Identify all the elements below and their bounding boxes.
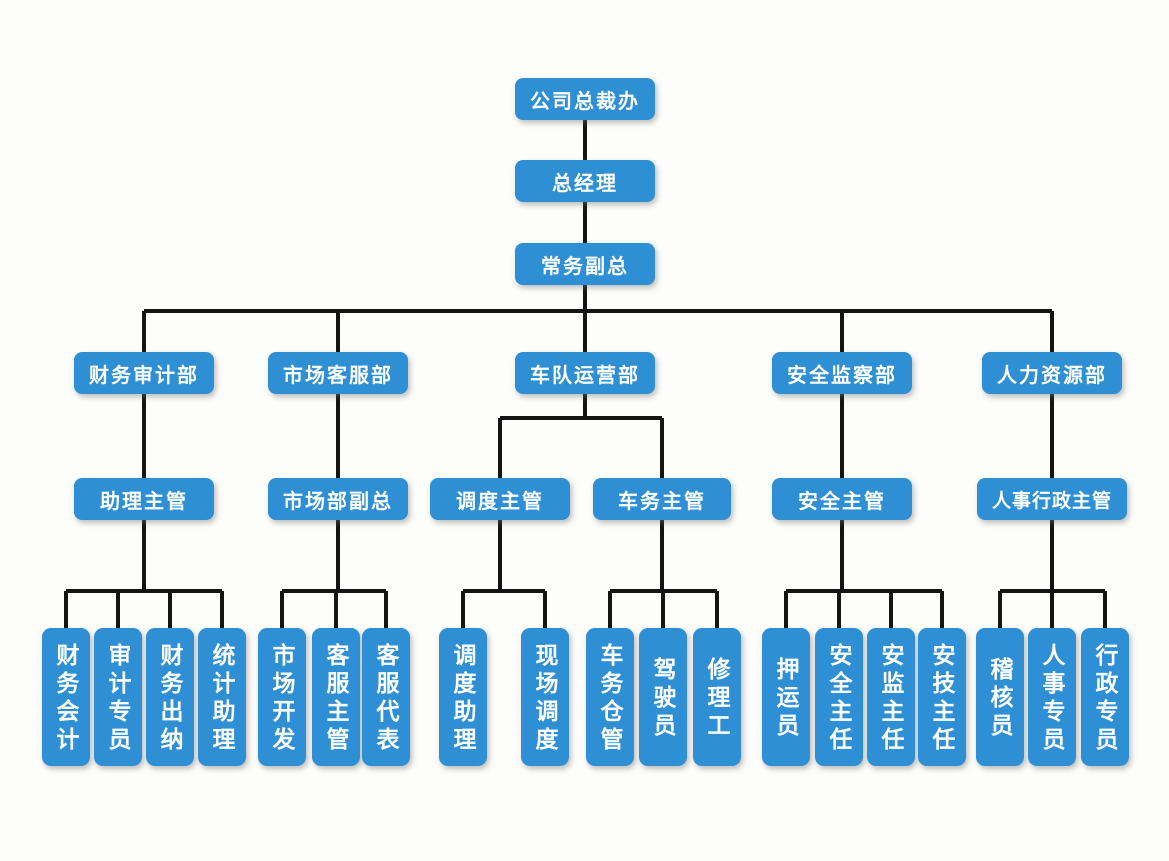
node-staff-hr-specialist: 人事专员 xyxy=(1028,628,1076,766)
node-dept-safety-supervision: 安全监察部 xyxy=(772,352,912,394)
node-staff-finance-cashier: 财务出纳 xyxy=(146,628,194,766)
node-staff-statistics-assistant: 统计助理 xyxy=(198,628,246,766)
node-mgr-dispatch-supervisor: 调度主管 xyxy=(430,478,570,520)
node-staff-driver: 驾驶员 xyxy=(639,628,687,766)
node-staff-onsite-dispatcher: 现场调度 xyxy=(521,628,569,766)
node-staff-service-supervisor: 客服主管 xyxy=(312,628,360,766)
node-staff-admin-specialist: 行政专员 xyxy=(1081,628,1129,766)
node-staff-safety-tech-director: 安技主任 xyxy=(918,628,966,766)
node-staff-auditor: 稽核员 xyxy=(976,628,1024,766)
node-dept-fleet-operations: 车队运营部 xyxy=(515,352,655,394)
node-mgr-assistant-supervisor: 助理主管 xyxy=(74,478,214,520)
node-mgr-hr-admin-supervisor: 人事行政主管 xyxy=(977,478,1127,520)
node-dept-human-resources: 人力资源部 xyxy=(982,352,1122,394)
node-president-office: 公司总裁办 xyxy=(515,78,655,120)
node-executive-vp: 常务副总 xyxy=(515,243,655,285)
node-staff-escort: 押运员 xyxy=(762,628,810,766)
node-staff-financial-accountant: 财务会计 xyxy=(42,628,90,766)
node-staff-service-representative: 客服代表 xyxy=(362,628,410,766)
connector-lines xyxy=(64,120,1107,628)
node-mgr-market-vp: 市场部副总 xyxy=(268,478,408,520)
node-staff-vehicle-warehouse: 车务仓管 xyxy=(586,628,634,766)
node-staff-audit-specialist: 审计专员 xyxy=(94,628,142,766)
node-staff-dispatch-assistant: 调度助理 xyxy=(439,628,487,766)
node-general-manager: 总经理 xyxy=(515,160,655,202)
node-staff-safety-director: 安全主任 xyxy=(815,628,863,766)
node-mgr-safety-supervisor: 安全主管 xyxy=(772,478,912,520)
node-staff-market-development: 市场开发 xyxy=(258,628,306,766)
node-dept-market-service: 市场客服部 xyxy=(268,352,408,394)
node-mgr-vehicle-supervisor: 车务主管 xyxy=(593,478,731,520)
node-staff-mechanic: 修理工 xyxy=(693,628,741,766)
node-staff-supervision-director: 安监主任 xyxy=(867,628,915,766)
node-dept-finance-audit: 财务审计部 xyxy=(74,352,214,394)
